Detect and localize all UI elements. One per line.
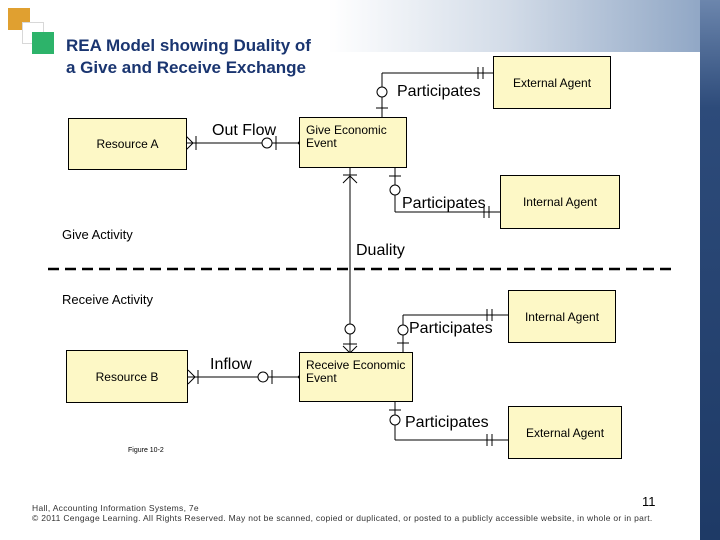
green-square-icon	[32, 32, 54, 54]
receive-economic-event-label: Receive Economic Event	[306, 358, 406, 385]
resource-a-label: Resource A	[96, 137, 159, 151]
header-gradient-bar	[8, 0, 720, 52]
resource-b-box: Resource B	[66, 350, 188, 403]
figure-label: Figure 10-2	[128, 447, 164, 454]
resource-b-label: Resource B	[95, 369, 159, 384]
internal-agent-top-box: Internal Agent	[500, 175, 620, 229]
participates-label-2: Participates	[402, 195, 486, 212]
internal-agent-bottom-label: Internal Agent	[524, 309, 600, 324]
external-agent-top-label: External Agent	[512, 75, 592, 90]
receive-economic-event-box: Receive Economic Event	[299, 352, 413, 402]
give-activity-label: Give Activity	[62, 227, 133, 242]
external-agent-bottom-label: External Agent	[525, 425, 605, 440]
page-number: 11	[642, 494, 656, 509]
internal-agent-bottom-box: Internal Agent	[508, 290, 616, 343]
give-economic-event-box: Give Economic Event	[299, 117, 407, 168]
receive-activity-label: Receive Activity	[62, 292, 154, 307]
external-agent-bottom-box: External Agent	[508, 406, 622, 459]
resource-a-box: Resource A	[68, 118, 187, 170]
title-line-2: a Give and Receive Exchange	[66, 58, 307, 77]
title-line-1: REA Model showing Duality of	[66, 36, 311, 55]
footer-citation: Hall, Accounting Information Systems, 7e	[32, 503, 199, 513]
sidebar-bar	[700, 0, 720, 540]
internal-agent-top-label: Internal Agent	[522, 195, 598, 209]
participates-label-1: Participates	[397, 83, 481, 100]
slide-title: REA Model showing Duality of a Give and …	[66, 35, 386, 79]
give-economic-event-label: Give Economic Event	[306, 123, 387, 150]
duality-label: Duality	[356, 242, 405, 259]
inflow-label: Inflow	[210, 356, 252, 373]
out-flow-label: Out Flow	[212, 122, 277, 139]
external-agent-top-box: External Agent	[493, 56, 611, 109]
participates-label-4: Participates	[405, 414, 489, 431]
participates-label-3: Participates	[409, 320, 493, 337]
footer-copyright: © 2011 Cengage Learning. All Rights Rese…	[32, 513, 653, 523]
